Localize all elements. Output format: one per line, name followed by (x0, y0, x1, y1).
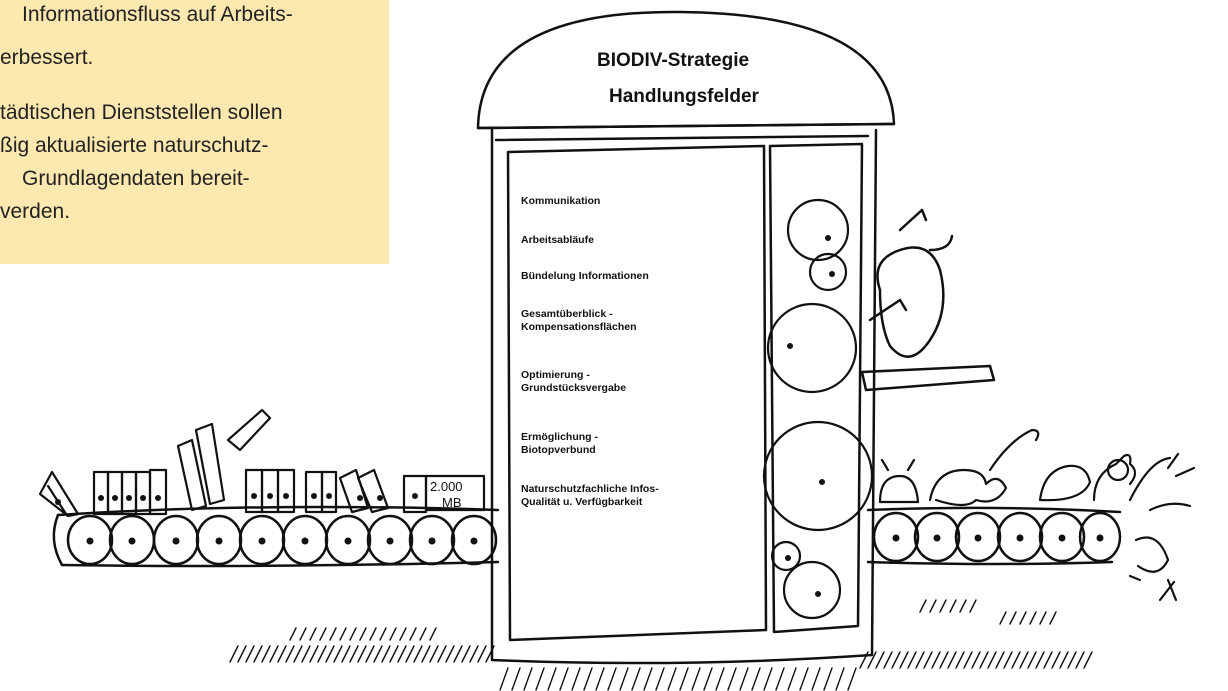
field-optimierung: Optimierung - (521, 369, 590, 381)
gears (762, 198, 874, 620)
grass-hatching-left (229, 627, 495, 663)
sign-title-line-1: BIODIV-Strategie (597, 50, 750, 71)
field-arbeitsablaeufe: Arbeitsabläufe (521, 234, 594, 246)
disk-label-unit: MB (442, 495, 462, 510)
field-ermoeglichung-line-2: Biotopverbund (521, 444, 596, 456)
right-conveyor-belt (866, 506, 1122, 566)
left-conveyor-belt (52, 505, 500, 568)
field-naturschutz-line-2: Qualität u. Verfügbarkeit (521, 496, 643, 508)
grass-hatching-right (499, 599, 1093, 691)
machine-dome (476, 10, 896, 130)
field-optimierung-line-2: Grundstücksvergabe (521, 382, 627, 394)
sign-panel-outline (506, 144, 768, 642)
note-line-6: verden. (0, 200, 71, 223)
info-note-box: Informationsfluss auf Arbeits- erbessert… (0, 0, 389, 264)
note-line-3: tädtischen Dienststellen sollen (0, 101, 283, 124)
machine-cabinet (476, 10, 896, 665)
note-line-1: Informationsfluss auf Arbeits- (22, 3, 293, 26)
left-conveyor-rollers (66, 514, 498, 566)
note-line-5: Grundlagendaten bereit- (22, 167, 250, 190)
field-kommunikation: Kommunikation (521, 195, 601, 207)
field-gesamtueberblick: Gesamtüberblick - (521, 308, 613, 320)
field-gesamtueberblick-line-2: Kompensationsflächen (521, 321, 637, 333)
note-line-2: erbessert. (0, 46, 94, 69)
field-buendelung: Bündelung Informationen (521, 270, 649, 282)
binders-on-belt (38, 408, 486, 518)
rabbit-character (860, 208, 996, 392)
note-line-4: ßig aktualisierte naturschutz- (0, 134, 269, 157)
disk-label-amount: 2.000 (430, 479, 463, 494)
disk-box-outline (424, 474, 486, 512)
field-ermoeglichung: Ermöglichung - (521, 431, 598, 443)
animals-on-belt (878, 428, 1196, 602)
field-naturschutz: Naturschutzfachliche Infos- (521, 483, 659, 495)
sign-title-line-2: Handlungsfelder (609, 86, 759, 107)
